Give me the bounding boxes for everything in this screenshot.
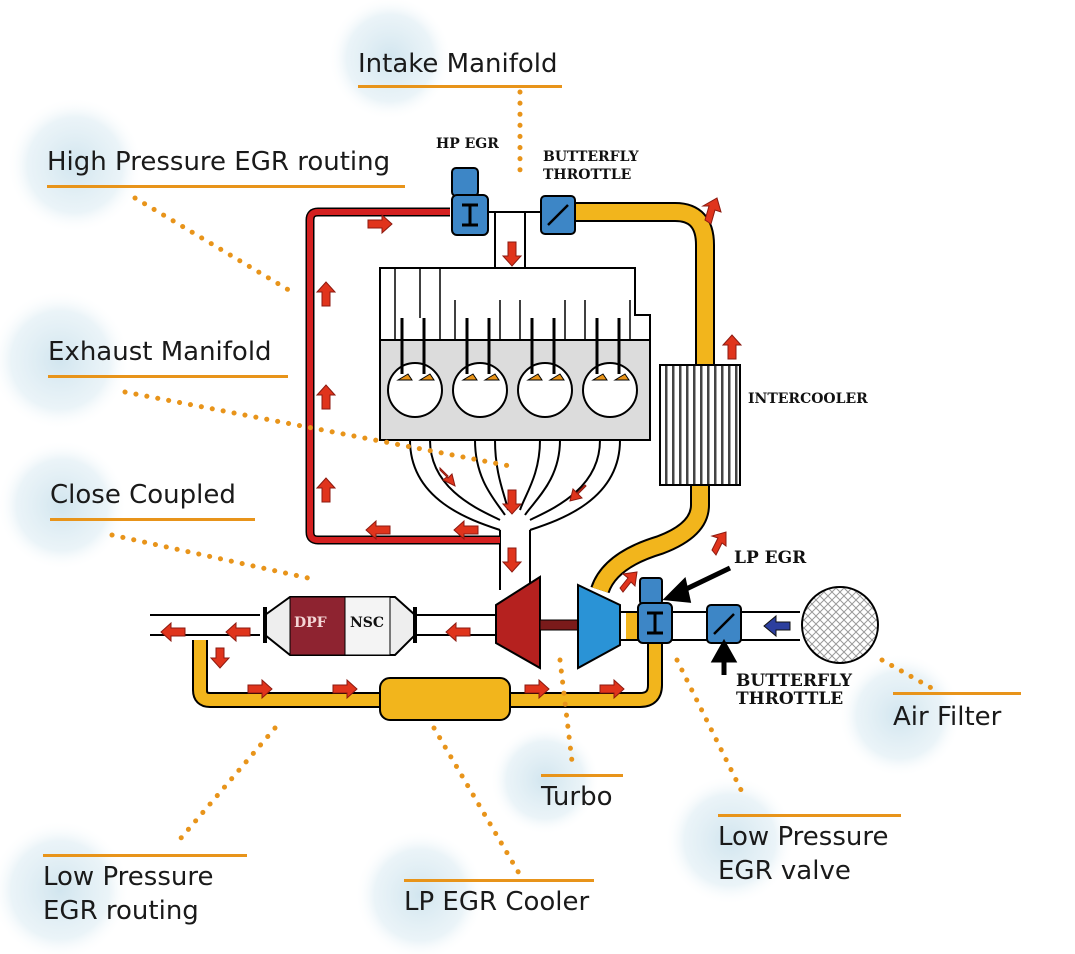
background-bubbles — [0, 0, 962, 954]
turbocharger — [495, 575, 621, 670]
air-filter-label: Air Filter — [893, 702, 1002, 732]
tag-butterfly-throttle-top: BUTTERFLY THROTTLE — [543, 148, 639, 184]
low-pressure-egr-valve-line-1: Low Pressure — [718, 822, 889, 852]
intake-manifold-label: Intake Manifold — [358, 49, 558, 79]
flow-arrows — [160, 197, 743, 700]
callout-underline — [358, 85, 562, 88]
lp-egr-pipe — [192, 640, 663, 721]
low-pressure-egr-routing-line-1: Low Pressure — [43, 862, 214, 892]
tag-hp-egr: HP EGR — [436, 136, 499, 152]
tag-butterfly-throttle-top-line-2: THROTTLE — [543, 167, 632, 183]
callout-lp-egr-cooler: LP EGR Cooler — [404, 879, 594, 919]
callout-underline — [718, 814, 901, 817]
callout-underline — [541, 774, 623, 777]
low-pressure-egr-routing-line-2: EGR routing — [43, 896, 199, 926]
callout-underline — [893, 692, 1021, 695]
hp-egr-pipe — [305, 207, 500, 545]
callout-exhaust-manifold: Exhaust Manifold — [48, 335, 288, 378]
high-pressure-egr-routing-label: High Pressure EGR routing — [47, 147, 391, 177]
tag-dpf: DPF — [294, 615, 327, 631]
low-pressure-egr-valve-line-2: EGR valve — [718, 856, 851, 886]
callout-air-filter: Air Filter — [893, 692, 1021, 734]
tag-lp-egr: LP EGR — [734, 548, 807, 568]
butterfly-throttle-top — [540, 195, 576, 235]
engine-block — [379, 267, 651, 441]
air-filter — [801, 586, 879, 664]
tag-butterfly-throttle-bottom-line-2: THROTTLE — [736, 689, 844, 709]
close-coupled-label: Close Coupled — [50, 480, 236, 510]
intercooler — [659, 364, 741, 486]
callout-close-coupled: Close Coupled — [50, 478, 255, 521]
callout-leader-lines — [109, 89, 938, 878]
callout-underline — [50, 518, 255, 521]
callout-underline — [404, 879, 594, 882]
fresh-air-arrow — [763, 614, 791, 638]
callout-low-pressure-egr-valve: Low Pressure EGR valve — [718, 814, 901, 888]
pointer-arrows — [662, 565, 738, 675]
callout-underline — [48, 375, 288, 378]
turbo-label: Turbo — [541, 782, 613, 812]
butterfly-throttle-bottom — [706, 604, 742, 644]
lp-egr-valve — [637, 577, 673, 644]
intake-pipe — [575, 202, 715, 594]
callout-high-pressure-egr-routing: High Pressure EGR routing — [47, 145, 405, 188]
callout-low-pressure-egr-routing: Low Pressure EGR routing — [43, 854, 247, 928]
tag-butterfly-throttle-bottom: BUTTERFLY THROTTLE — [736, 672, 852, 708]
dpf-nsc-canister — [263, 596, 417, 656]
callout-underline — [43, 854, 247, 857]
exhaust-manifold-label: Exhaust Manifold — [48, 337, 272, 367]
exhaust-manifold-runners — [409, 439, 621, 590]
tag-nsc: NSC — [350, 615, 385, 631]
tag-intercooler: INTERCOOLER — [748, 391, 868, 407]
hp-egr-valve — [451, 167, 489, 236]
callout-underline — [47, 185, 405, 188]
tag-butterfly-throttle-bottom-line-1: BUTTERFLY — [736, 671, 853, 691]
lp-egr-cooler-label: LP EGR Cooler — [404, 887, 590, 917]
callout-turbo: Turbo — [541, 774, 623, 814]
tag-butterfly-throttle-top-line-1: BUTTERFLY — [543, 149, 639, 165]
callout-intake-manifold: Intake Manifold — [358, 47, 562, 88]
